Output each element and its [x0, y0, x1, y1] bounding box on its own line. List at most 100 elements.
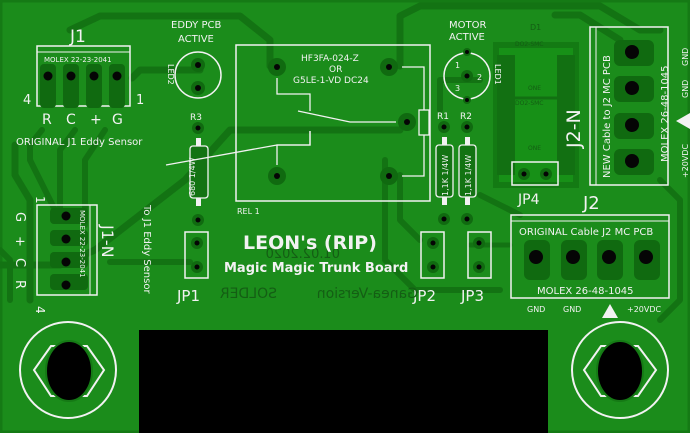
j1n-pin-label-c: C: [12, 258, 27, 267]
mounting-hole-hex-icon: [582, 345, 658, 397]
relay-drill: [386, 64, 392, 70]
j1-designator: J1: [69, 27, 86, 47]
r1-designator: R1: [437, 112, 449, 122]
j2n-part: MOLEX 26-48-1045: [660, 65, 671, 162]
j1n-connector: MOLEX 22-23-2041 J1-N 1 4 G + C R To J1 …: [12, 196, 152, 314]
j1-pad: [86, 64, 102, 108]
relay-drill: [386, 173, 392, 179]
j1n-designator: J1-N: [98, 224, 117, 258]
j1n-drills: [61, 211, 71, 290]
j1n-drill: [61, 280, 71, 290]
led2-caption-2: ACTIVE: [178, 34, 214, 45]
relay-contact-nc: [276, 78, 311, 111]
relay-coil-wire: [402, 135, 425, 177]
j1n-part: MOLEX 22-23-2041: [78, 210, 86, 278]
r2-drill: [464, 216, 470, 222]
j1-pin-label-g: G: [112, 112, 123, 128]
d1-footprint: D1 DO2-SMC ONE DO2-SMC ONE: [493, 23, 579, 188]
mounting-hole-ring: [571, 321, 669, 419]
jp1-label: JP1: [176, 287, 200, 305]
jp4-drill: [521, 171, 527, 177]
j2-drill: [639, 250, 653, 264]
j1-caption: ORIGINAL J1 Eddy Sensor: [16, 137, 143, 148]
mounting-hole-right: [571, 321, 669, 419]
jp2-drill: [430, 264, 436, 270]
j1-pin-4: 4: [23, 93, 31, 108]
led1-pin-1: 1: [455, 61, 460, 70]
j1n-pin-label-g: G: [12, 212, 27, 222]
j2n-pin-label-gnd-2: GND: [681, 80, 690, 98]
r3-resistor: R3 680 1/4W: [188, 113, 209, 226]
j2n-pin1-marker-icon: [676, 113, 690, 129]
d1-label: D1: [530, 23, 541, 32]
j1-outline: [36, 45, 131, 107]
r3-lead: [196, 138, 201, 146]
j2-pin-label-gnd-1: GND: [527, 305, 545, 314]
led2-drill: [195, 62, 201, 68]
relay-drill: [404, 119, 410, 125]
title-line-2: Magic Magic Trunk Board: [224, 261, 408, 276]
j2n-drills: [625, 45, 639, 168]
jp2-jumper[interactable]: JP2: [412, 231, 445, 305]
d1-label-3: DO2-SMC: [515, 100, 544, 107]
j1-drill: [89, 71, 99, 81]
j1n-pin-label-plus: +: [12, 236, 27, 247]
jp2-label: JP2: [412, 287, 436, 305]
j1-pin-label-plus: +: [90, 112, 102, 128]
j2n-drill: [625, 45, 639, 59]
j2-part: MOLEX 26-48-1045: [537, 286, 634, 297]
j2n-designator: J2-N: [563, 109, 585, 149]
r1-resistor: R1 1,1K 1/4W: [435, 112, 454, 225]
mounting-hole-drill: [596, 340, 644, 402]
r1-lead: [442, 137, 447, 145]
trace: [27, 127, 63, 223]
board-title: LEON's (RIP) Magic Magic Trunk Board: [224, 232, 408, 276]
copper-traces: [0, 2, 683, 323]
jp4-outline: [511, 161, 559, 186]
d1-label-1: DO2-SMC: [515, 41, 544, 48]
jp1-drill: [194, 240, 200, 246]
r3-designator: R3: [190, 113, 202, 123]
trace: [11, 141, 34, 304]
led1: MOTOR ACTIVE 1 2 3 LED1: [443, 20, 502, 104]
j1n-pin-4: 4: [33, 306, 47, 314]
jp3-jumper[interactable]: JP3: [460, 231, 492, 305]
j2-caption: ORIGINAL Cable J2 MC PCB: [519, 227, 653, 238]
j1n-outline: [36, 204, 98, 296]
led1-caption-1: MOTOR: [449, 20, 486, 31]
relay-switch-arm: [297, 110, 396, 123]
jp2-outline: [420, 231, 445, 279]
j2-drill: [602, 250, 616, 264]
relay-drill: [274, 64, 280, 70]
r1-drill: [441, 124, 447, 130]
led1-drill: [465, 50, 469, 54]
trace: [57, 127, 78, 223]
j1-pin-1: 1: [136, 93, 144, 108]
r1-value: 1,1K 1/4W: [441, 155, 450, 196]
jp1-jumper[interactable]: JP1: [176, 231, 209, 305]
led1-drill: [465, 98, 469, 102]
mounting-hole-drill: [45, 340, 93, 402]
r2-drill: [464, 124, 470, 130]
board-cutout: [139, 330, 548, 433]
j2n-pin-label-20vdc: +20VDC: [681, 143, 690, 178]
led1-pin-2: 2: [477, 73, 482, 82]
trace: [382, 157, 503, 293]
led2: EDDY PCB ACTIVE LED2: [166, 20, 222, 99]
jp2-drill: [430, 240, 436, 246]
j2n-drill: [625, 118, 639, 132]
r2-lead: [465, 137, 470, 145]
bottom-layer-text: 01.02.2020 SOLDER Ganea-Version: [220, 247, 418, 302]
d1-pad-right: [557, 55, 575, 175]
led1-caption-2: ACTIVE: [449, 32, 485, 43]
j2n-pin-label-gnd-1: GND: [681, 48, 690, 66]
jp4-jumper[interactable]: JP4: [511, 161, 559, 208]
j2-designator: J2: [582, 193, 600, 214]
j2n-connector: J2-N NEW Cable to J2 MC PCB MOLEX 26-48-…: [563, 26, 690, 186]
j2-connector: J2 ORIGINAL Cable J2 MC PCB MOLEX 26-48-…: [510, 193, 670, 318]
j2n-caption: NEW Cable to J2 MC PCB: [602, 55, 613, 178]
relay-part-3: G5LE-1-VD DC24: [293, 76, 369, 86]
j1-drills: [43, 71, 122, 81]
j2-pin-label-gnd-2: GND: [563, 305, 581, 314]
trace: [477, 192, 523, 218]
